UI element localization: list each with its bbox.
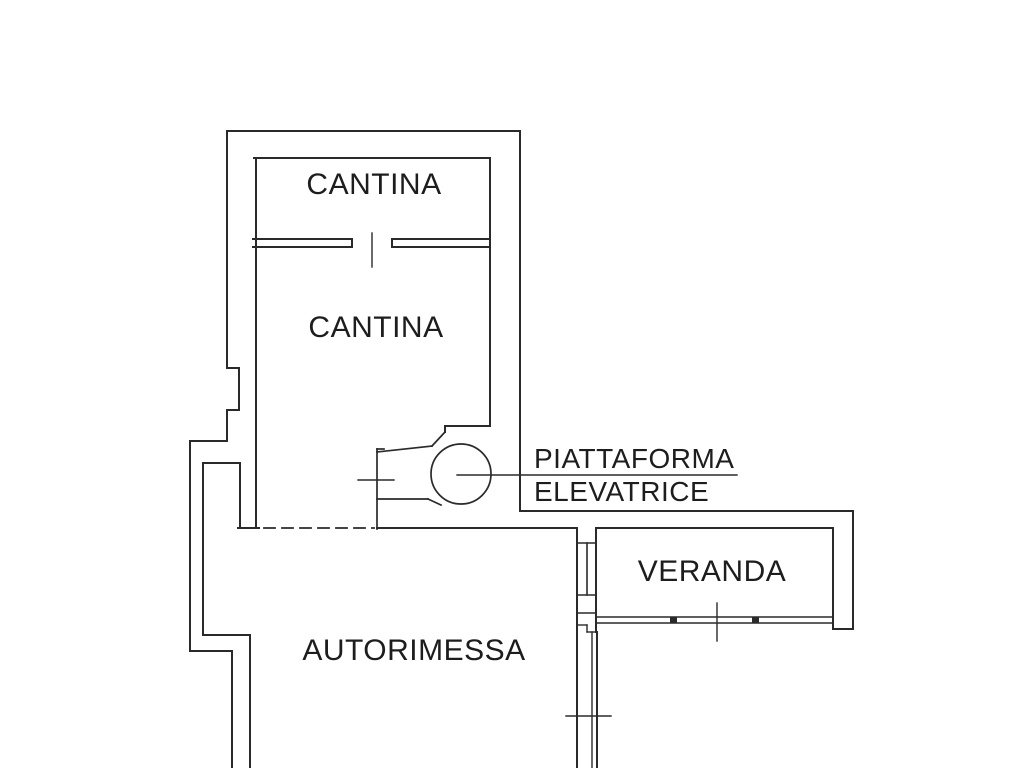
leader-and-ticks [357, 474, 738, 481]
cantina-partition-wall-with-door [252, 232, 491, 268]
window-mullion [752, 617, 759, 623]
elevator-platform [376, 430, 492, 530]
veranda-left-wall [565, 527, 612, 768]
garage-left-walls [202, 157, 260, 768]
label-piattaforma: PIATTAFORMA [534, 443, 735, 474]
elevator-platform-circle [430, 443, 492, 505]
label-veranda: VERANDA [637, 555, 787, 588]
window-mullion [670, 617, 677, 623]
label-autorimessa: AUTORIMESSA [302, 634, 526, 667]
label-elevatrice: ELEVATRICE [534, 476, 710, 507]
label-cantina-lower: CANTINA [308, 311, 444, 344]
corridor-walls [263, 510, 854, 529]
outer-walls [189, 130, 521, 768]
veranda-walls [595, 510, 854, 642]
label-cantina-upper: CANTINA [306, 168, 442, 201]
